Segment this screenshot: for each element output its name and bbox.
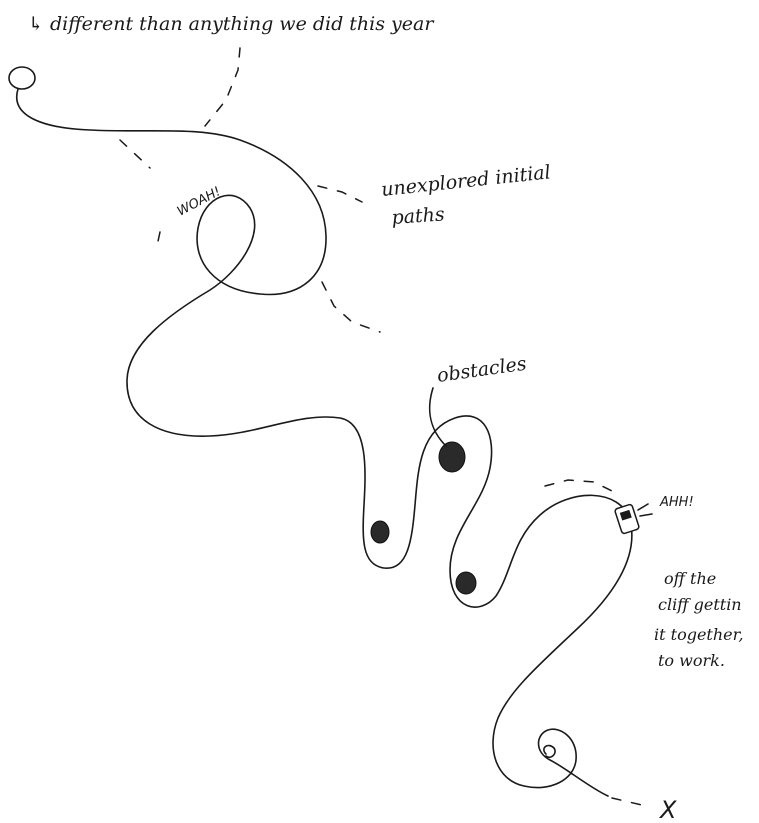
unexplored-path-left	[120, 140, 150, 168]
end-spiral	[544, 746, 555, 758]
start-circle	[9, 67, 35, 89]
unexplored-stub	[157, 232, 160, 246]
cliff-overhang	[545, 480, 618, 494]
obstacle-2	[371, 521, 389, 543]
top-note: ↳ different than anything we did this ye…	[28, 13, 435, 35]
unexplored-label-line1: unexplored initial	[380, 161, 552, 201]
unexplored-path-lower	[322, 282, 380, 332]
cliff-note-line1: off the	[664, 569, 716, 588]
cliff-note-line4: to work.	[658, 651, 725, 670]
cliff-note-line3: it together,	[654, 625, 744, 644]
woah-label: WOAH!	[175, 184, 224, 219]
obstacles-label: obstacles	[436, 353, 528, 387]
obstacle-1	[439, 442, 465, 472]
unexplored-label-line2: paths	[391, 203, 446, 229]
unexplored-path-top	[205, 48, 240, 126]
car-icon	[614, 504, 652, 534]
cliff-note-line2: cliff gettin	[658, 595, 742, 614]
unexplored-path-right	[318, 186, 362, 202]
end-marker: X	[658, 796, 677, 823]
journey-path	[17, 89, 632, 796]
path-to-end	[612, 798, 646, 806]
obstacles-pointer	[430, 388, 446, 446]
ahh-label: AHH!	[659, 495, 694, 510]
obstacle-3	[456, 572, 476, 594]
